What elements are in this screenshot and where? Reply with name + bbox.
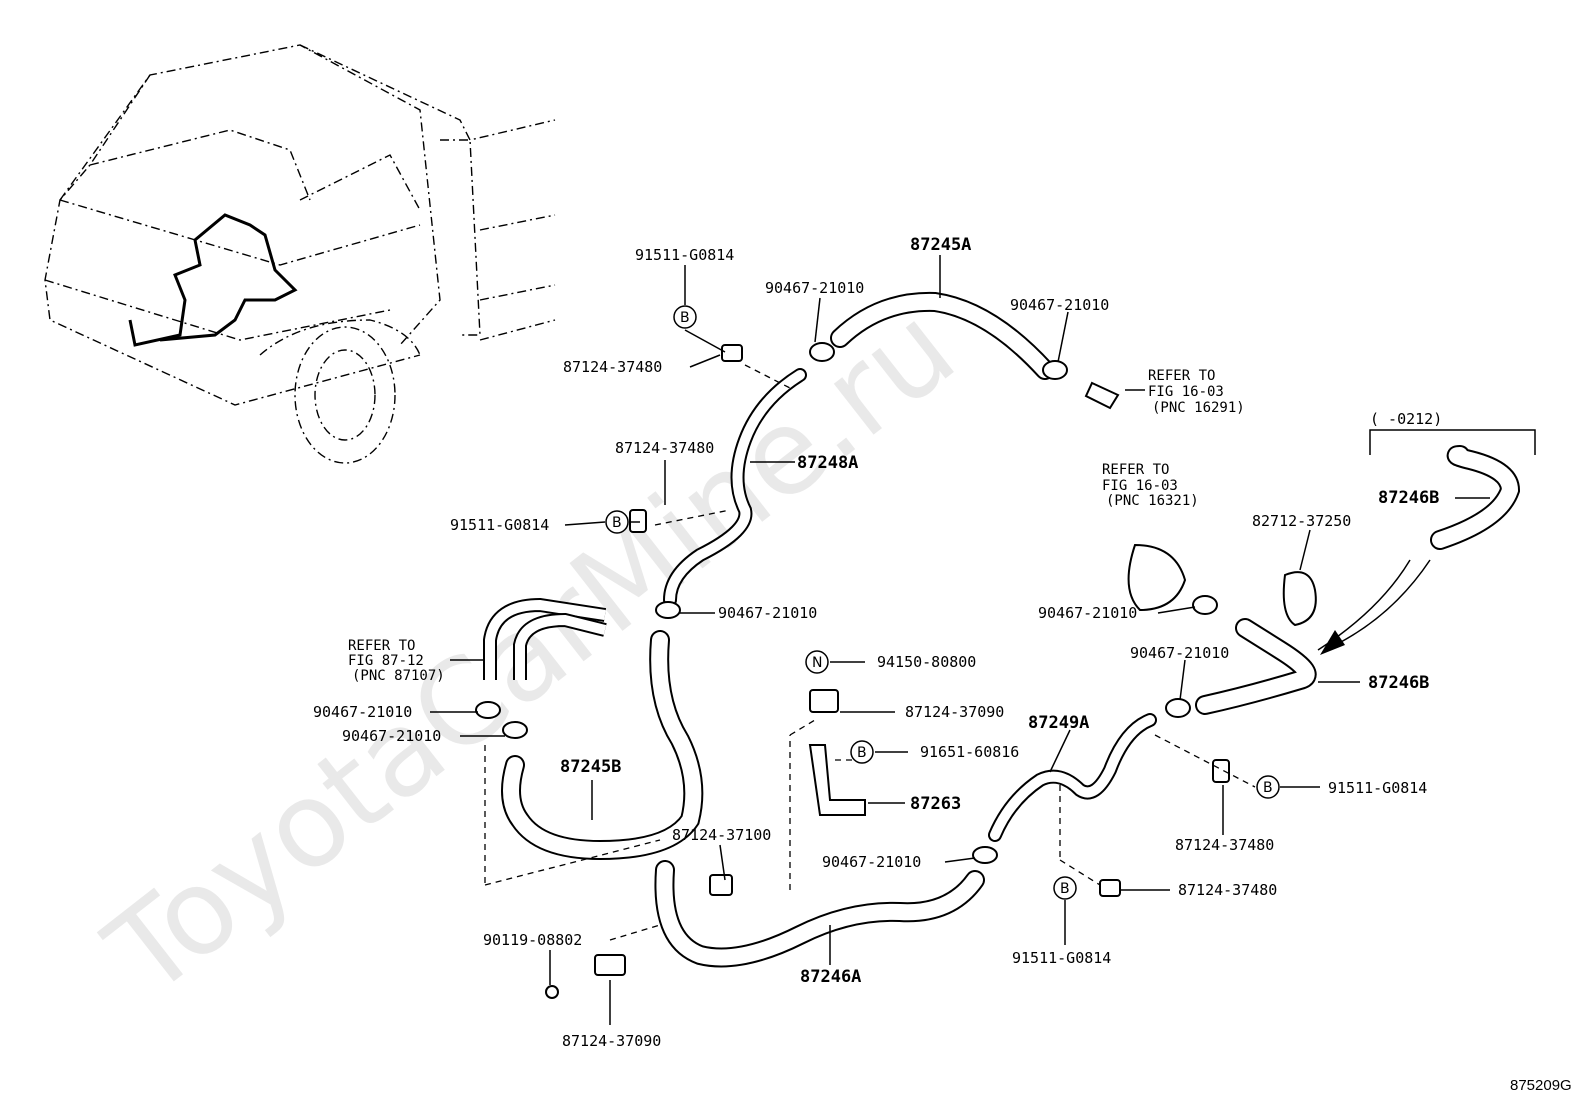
marker-b-label: B <box>857 745 867 761</box>
label-91511-g0814: 91511-G0814 <box>1328 779 1427 797</box>
label-87248a: 87248A <box>797 453 858 473</box>
ref-line: (PNC 16291) <box>1152 400 1245 416</box>
marker-b <box>850 740 874 764</box>
label-90467-21010: 90467-21010 <box>1010 296 1109 314</box>
label-87246a: 87246A <box>800 967 861 987</box>
ref-line: REFER TO <box>1102 462 1169 478</box>
label-87245a: 87245A <box>910 235 971 255</box>
label-87124-37090: 87124-37090 <box>905 703 1004 721</box>
label-90467-21010: 90467-21010 <box>718 604 817 622</box>
marker-b-label: B <box>680 310 690 326</box>
clamp-icon <box>502 721 528 739</box>
label-87249a: 87249A <box>1028 713 1089 733</box>
marker-n <box>805 650 829 674</box>
clamp-icon <box>1165 698 1191 718</box>
ref-line: FIG 87-12 <box>348 653 424 669</box>
marker-b-label: B <box>1263 780 1273 796</box>
label-87245b: 87245B <box>560 757 621 777</box>
clamp-icon <box>655 601 681 619</box>
label-87124-37480: 87124-37480 <box>563 358 662 376</box>
ref-line: FIG 16-03 <box>1148 384 1224 400</box>
water-outlet-icon <box>1127 543 1187 612</box>
clip-icon <box>629 509 647 533</box>
label-87124-37090: 87124-37090 <box>562 1032 661 1050</box>
part-labels: 87245A 91511-G0814 90467-21010 90467-210… <box>313 235 1572 1094</box>
valve-icon <box>1084 381 1120 410</box>
truck-illustration <box>44 44 556 464</box>
screw-icon <box>545 985 559 999</box>
label-87246b-upper: 87246B <box>1378 488 1439 508</box>
label-94150-80800: 94150-80800 <box>877 653 976 671</box>
label-90467-21010: 90467-21010 <box>1130 644 1229 662</box>
label-90467-21010: 90467-21010 <box>342 727 441 745</box>
clamp-icon <box>475 701 501 719</box>
clip-icon <box>721 344 743 362</box>
ref-line: REFER TO <box>348 638 415 654</box>
marker-n-label: N <box>812 655 822 671</box>
hoses <box>483 291 1521 968</box>
label-87124-37480: 87124-37480 <box>1175 836 1274 854</box>
clip-icon <box>809 689 839 713</box>
ref-line: FIG 16-03 <box>1102 478 1178 494</box>
label-90467-21010: 90467-21010 <box>765 279 864 297</box>
label-90467-21010: 90467-21010 <box>822 853 921 871</box>
clip-icon <box>709 874 733 896</box>
figure-code: 875209G <box>1510 1077 1572 1094</box>
marker-b <box>605 510 629 534</box>
clamps <box>475 342 1317 999</box>
label-87124-37480: 87124-37480 <box>615 439 714 457</box>
clip-icon <box>594 954 626 976</box>
clip-icon <box>1212 759 1230 783</box>
ref-line: (PNC 87107) <box>352 668 445 684</box>
bracket-icon <box>808 744 866 816</box>
label-82712-37250: 82712-37250 <box>1252 512 1351 530</box>
clip-icon <box>1099 879 1121 897</box>
date-range: ( -0212) <box>1370 410 1442 428</box>
heater-pipe-route <box>128 213 298 347</box>
marker-b <box>673 305 697 329</box>
label-87246b: 87246B <box>1368 673 1429 693</box>
label-87124-37480: 87124-37480 <box>1178 881 1277 899</box>
label-90467-21010: 90467-21010 <box>1038 604 1137 622</box>
ref-line: REFER TO <box>1148 368 1215 384</box>
label-91651-60816: 91651-60816 <box>920 743 1019 761</box>
label-91511-g0814: 91511-G0814 <box>1012 949 1111 967</box>
label-91511-g0814: 91511-G0814 <box>635 246 734 264</box>
marker-b <box>1053 876 1077 900</box>
clamp-icon <box>1192 595 1218 615</box>
label-90119-08802: 90119-08802 <box>483 931 582 949</box>
clamp-icon <box>809 342 835 362</box>
ref-line: (PNC 16321) <box>1106 493 1199 509</box>
label-87124-37100: 87124-37100 <box>672 826 771 844</box>
marker-b-label: B <box>1060 881 1070 897</box>
clamp-icon <box>972 846 998 864</box>
label-87263: 87263 <box>910 794 961 814</box>
clamp-82712-icon <box>1282 571 1317 627</box>
label-91511-g0814: 91511-G0814 <box>450 516 549 534</box>
marker-b-label: B <box>612 515 622 531</box>
clamp-icon <box>1042 360 1068 380</box>
markers: B B N B B B <box>605 305 1280 900</box>
marker-b <box>1256 775 1280 799</box>
leader-lines <box>430 255 1536 1025</box>
label-90467-21010: 90467-21010 <box>313 703 412 721</box>
